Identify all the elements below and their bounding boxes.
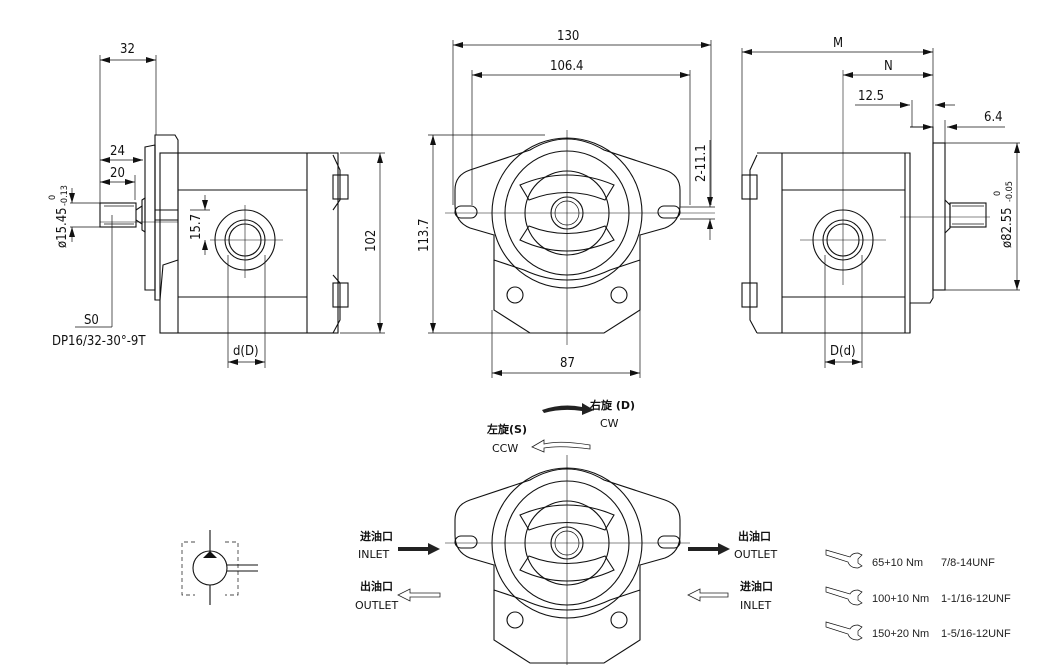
right-outlet-cn: 出油口 <box>738 529 771 543</box>
right-inlet-en: INLET <box>740 599 772 612</box>
port-flow-labels: 进油口 INLET 出油口 OUTLET 出油口 OUTLET 进油口 INLE… <box>355 529 778 612</box>
rotation-legend: 右旋 (D) CW 左旋(S) CCW <box>486 398 635 455</box>
dim-106-4: 106.4 <box>550 59 583 74</box>
port-label-D: D(d) <box>830 344 856 359</box>
cw-arrow-icon <box>542 403 594 415</box>
torque-table: 65+10 Nm 7/8-14UNF 100+10 Nm 1-1/16-12UN… <box>825 549 1011 641</box>
torque-row: 150+20 Nm 1-5/16-12UNF <box>825 621 1011 641</box>
wrench-icon <box>825 586 863 606</box>
dim-12-5: 12.5 <box>858 89 884 104</box>
left-outlet-en: OUTLET <box>355 599 399 612</box>
left-inlet-cn: 进油口 <box>360 529 393 543</box>
thread-spec: 7/8-14UNF <box>941 557 995 569</box>
spline-code: S0 <box>84 313 99 328</box>
cw-label-cn: 右旋 (D) <box>589 398 635 412</box>
port-label-d: d(D) <box>233 344 259 359</box>
right-inlet-cn: 进油口 <box>740 579 773 593</box>
dim-32: 32 <box>120 42 135 57</box>
thread-spec: 1-1/16-12UNF <box>941 593 1011 605</box>
torque-value: 65+10 Nm <box>872 557 923 569</box>
front-view: 130 106.4 113.7 2-11.1 87 <box>417 29 715 378</box>
wrench-icon <box>825 549 863 569</box>
pilot-tol-upper: 0 <box>993 191 1003 196</box>
dim-24: 24 <box>110 144 125 159</box>
cw-label-en: CW <box>600 417 619 430</box>
right-outlet-en: OUTLET <box>734 548 778 561</box>
hydraulic-pump-symbol-icon <box>181 530 258 605</box>
outlet-arrow-icon <box>397 588 441 602</box>
shaft-diameter: ø15.45 <box>55 207 70 248</box>
torque-value: 150+20 Nm <box>872 628 929 640</box>
dim-n: N <box>884 59 893 74</box>
torque-row: 65+10 Nm 7/8-14UNF <box>825 549 995 569</box>
dim-102: 102 <box>364 230 379 252</box>
pilot-tol-lower: -0.05 <box>1005 181 1015 202</box>
dim-113-7: 113.7 <box>417 219 432 252</box>
thread-spec: 1-5/16-12UNF <box>941 628 1011 640</box>
dim-6-4: 6.4 <box>984 110 1003 125</box>
wrench-icon <box>825 621 863 641</box>
dim-130: 130 <box>557 29 579 44</box>
torque-value: 100+10 Nm <box>872 593 929 605</box>
dim-m: M <box>833 36 843 51</box>
ccw-label-cn: 左旋(S) <box>486 422 527 436</box>
dim-87: 87 <box>560 356 575 371</box>
pilot-diameter: ø82.55 <box>1000 207 1015 248</box>
left-side-view: 32 24 20 ø15.45 0 -0.13 15.7 102 S0 DP16… <box>48 42 385 368</box>
torque-row: 100+10 Nm 1-1/16-12UNF <box>825 586 1011 606</box>
shaft-tol-lower: -0.13 <box>60 185 70 206</box>
dim-15-7: 15.7 <box>189 214 204 240</box>
left-outlet-cn: 出油口 <box>360 579 393 593</box>
shaft-tol-upper: 0 <box>48 195 58 200</box>
right-side-view: M N 12.5 6.4 ø82.55 0 -0.05 D(d) <box>741 36 1020 368</box>
ccw-arrow-icon <box>531 439 591 453</box>
dim-20: 20 <box>110 166 125 181</box>
dim-2-11-1: 2-11.1 <box>694 144 709 182</box>
spline-spec: DP16/32-30°-9T <box>52 334 146 349</box>
left-inlet-en: INLET <box>358 548 390 561</box>
bottom-front-view <box>445 455 690 665</box>
inlet-arrow-icon <box>687 588 729 602</box>
outlet-arrow-icon <box>688 543 730 555</box>
inlet-arrow-icon <box>398 543 440 555</box>
ccw-label-en: CCW <box>492 442 518 455</box>
